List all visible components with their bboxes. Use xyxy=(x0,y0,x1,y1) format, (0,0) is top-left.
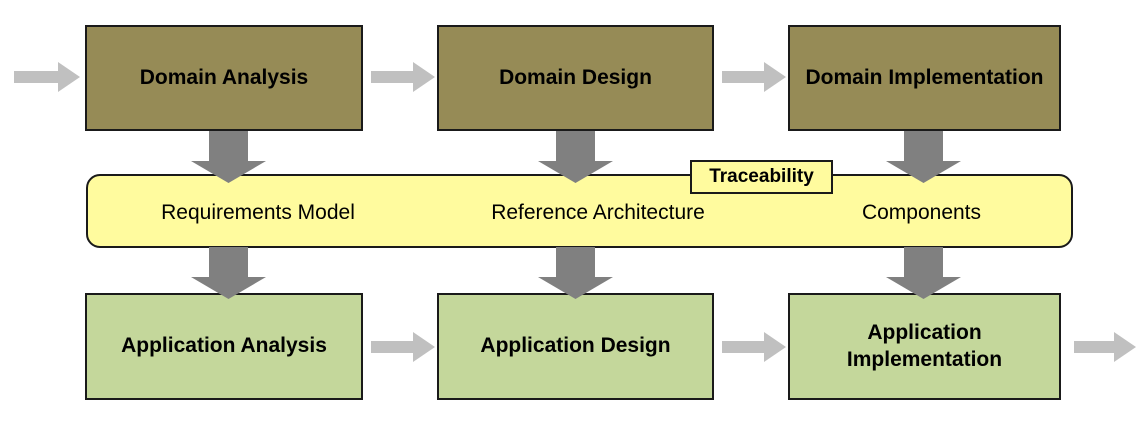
flow-arrow-domain-analysis-to-domain-design xyxy=(371,62,435,92)
derive-arrow-domain-design-to-reference-architecture xyxy=(538,131,613,183)
derive-arrow-domain-analysis-to-requirements-model xyxy=(191,131,266,183)
artifact-label-components: Components xyxy=(861,201,982,224)
derive-arrow-components-to-application-implementation xyxy=(886,247,961,299)
box-application-design[interactable]: Application Design xyxy=(437,293,714,400)
box-domain-analysis[interactable]: Domain Analysis xyxy=(85,25,363,131)
box-domain-implementation[interactable]: Domain Implementation xyxy=(788,25,1061,131)
artifact-label-requirements-model: Requirements Model xyxy=(161,201,355,224)
artifact-panel: Requirements Model Reference Architectur… xyxy=(86,174,1073,248)
flow-arrow-application-implementation-exit xyxy=(1074,332,1136,362)
box-domain-design[interactable]: Domain Design xyxy=(437,25,714,131)
derive-arrow-reference-architecture-to-application-design xyxy=(538,247,613,299)
box-label-application-implementation: Application Implementation xyxy=(846,320,1003,371)
derive-arrow-domain-implementation-to-components xyxy=(886,131,961,183)
box-label-domain-design: Domain Design xyxy=(499,65,652,89)
artifact-label-reference-architecture: Reference Architecture xyxy=(491,201,705,224)
flow-arrow-application-design-to-application-implementation xyxy=(722,332,786,362)
box-label-domain-analysis: Domain Analysis xyxy=(139,65,309,89)
box-label-application-design: Application Design xyxy=(480,334,671,358)
flow-arrow-domain-design-to-domain-implementation xyxy=(722,62,786,92)
box-application-implementation[interactable]: Application Implementation xyxy=(788,293,1061,400)
derive-arrow-requirements-model-to-application-analysis xyxy=(191,247,266,299)
box-label-application-analysis: Application Analysis xyxy=(121,334,327,358)
box-application-analysis[interactable]: Application Analysis xyxy=(85,293,363,400)
traceability-label: Traceability xyxy=(690,160,833,194)
box-label-domain-implementation: Domain Implementation xyxy=(805,65,1044,89)
flow-arrow-application-analysis-to-application-design xyxy=(371,332,435,362)
flow-arrow-entry-to-domain-analysis xyxy=(14,62,80,92)
